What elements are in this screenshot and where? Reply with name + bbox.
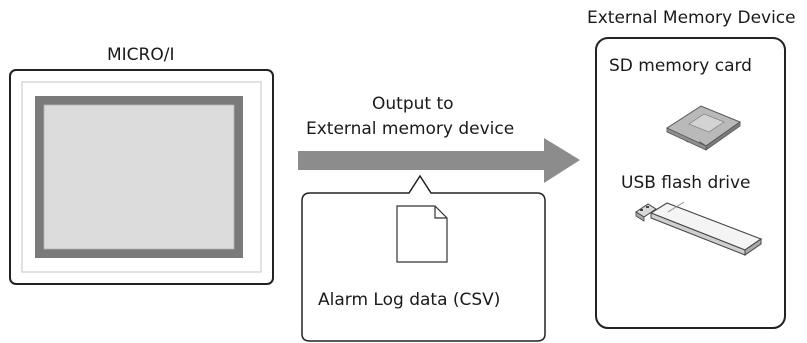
- file-label: Alarm Log data (CSV): [318, 290, 501, 310]
- arrow-label-line1: Output to: [372, 94, 454, 114]
- csv-file-icon: [396, 205, 448, 263]
- output-arrow: [298, 138, 580, 183]
- sd-card-icon: [666, 105, 742, 151]
- micro-i-label: MICRO/I: [107, 45, 175, 65]
- sd-card-label: SD memory card: [609, 56, 752, 76]
- micro-i-device: [9, 69, 274, 285]
- external-memory-box: [595, 37, 786, 329]
- external-memory-title: External Memory Device: [587, 8, 796, 28]
- usb-drive-icon: [635, 201, 763, 256]
- usb-drive-label: USB flash drive: [621, 173, 751, 193]
- arrow-label-line2: External memory device: [306, 119, 515, 139]
